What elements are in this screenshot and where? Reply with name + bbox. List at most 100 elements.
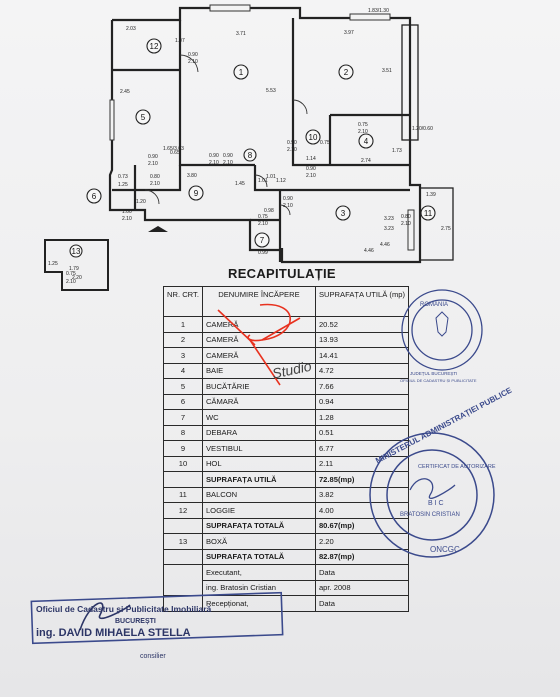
dimension-label: 1.20 <box>136 199 146 205</box>
room-area: 4.72 <box>314 362 410 379</box>
room-name: CAMERĂ <box>201 347 316 364</box>
dimension-label: 0.80 <box>150 174 160 180</box>
total-row: SUPRAFAȚA TOTALĂ 80.67(mp) <box>163 517 410 534</box>
room-area: 2.11 <box>314 455 410 472</box>
dimension-label: 1.25 <box>48 261 58 267</box>
data-label: Data <box>314 564 410 581</box>
dimension-label: 0.80 <box>401 214 411 220</box>
row-number: 10 <box>163 455 203 472</box>
row-number: 12 <box>163 502 203 519</box>
dimension-label: 4.46 <box>380 242 390 248</box>
dimension-label: 3.97 <box>344 30 354 36</box>
bic-text: B I C <box>428 500 444 507</box>
room-name: HOL <box>201 455 316 472</box>
row-number: 11 <box>163 486 203 503</box>
room-area: 20.52 <box>314 316 410 333</box>
room-marker-10 <box>305 129 321 145</box>
dimension-label: 1.45 <box>235 181 245 187</box>
dimension-label: 2.10 <box>306 173 316 179</box>
dimension-label: 2.10 <box>150 181 160 187</box>
room-marker-11 <box>420 205 436 221</box>
room-area: 7.66 <box>314 378 410 395</box>
total-util-value: 72.85(mp) <box>314 471 410 488</box>
room-number-label: 2 <box>344 68 349 77</box>
dimension-label: 0.75 <box>358 122 368 128</box>
cert-text: CERTIFICAT DE AUTORIZARE <box>418 464 496 470</box>
dimension-label: 1.07 <box>175 38 185 44</box>
room-area: 0.94 <box>314 393 410 410</box>
dimension-label: 2.10 <box>209 160 219 166</box>
room-name: BUCĂTĂRIE <box>201 378 316 395</box>
room-name: DEBARA <box>201 424 316 441</box>
executant-name-row: ing. Bratosin Cristian apr. 2008 <box>164 579 410 596</box>
total-label: SUPRAFAȚA TOTALĂ <box>201 517 316 534</box>
dimension-label: 2.10 <box>66 279 76 285</box>
ministry-signature <box>409 478 456 500</box>
room-name: WC <box>201 409 316 426</box>
dimension-label: 1.20/0.60 <box>412 126 433 132</box>
coat-of-arms-icon <box>435 311 449 337</box>
dimension-label: 2.10 <box>283 203 293 209</box>
dimension-label: 1.73 <box>392 148 402 154</box>
room-marker-4 <box>358 133 374 149</box>
dimension-label: 0.90 <box>223 153 233 159</box>
dimension-label: 3.80 <box>187 173 197 179</box>
room-number-label: 10 <box>309 133 318 142</box>
dimension-label: 1.01 <box>258 178 268 184</box>
dimension-label: 0.75 <box>258 214 268 220</box>
room-name: LOGGIE <box>201 502 316 519</box>
header-area: SUPRAFAȚA UTILĂ (mp) <box>314 286 410 317</box>
room-area: 1.28 <box>314 409 410 426</box>
executant-row: Executant, Data <box>163 564 410 596</box>
total-util-label: SUPRAFAȚA UTILĂ <box>201 471 316 488</box>
dimension-label: 3.71 <box>236 31 246 37</box>
dimension-label: 3.51 <box>382 68 392 74</box>
dimension-label: 0.90 <box>287 140 297 146</box>
executant-name: ing. Bratosin Cristian <box>201 579 316 596</box>
room-name: CAMERĂ <box>201 316 316 333</box>
room-number-label: 6 <box>92 192 97 201</box>
room-number-label: 9 <box>194 189 199 198</box>
row-number: 4 <box>163 362 203 379</box>
dimension-label: 2.74 <box>361 158 371 164</box>
dimension-label: 1.01 <box>266 174 276 180</box>
room-name: BAIE <box>201 362 316 379</box>
total-util-row: SUPRAFAȚA UTILĂ 72.85(mp) <box>163 471 410 488</box>
room-marker-12 <box>146 38 162 54</box>
dimension-label: 0.90 <box>306 166 316 172</box>
dimension-label: 2.75 <box>441 226 451 232</box>
table-row: 13 BOXĂ 2.20 <box>163 533 410 550</box>
recapitulation-table: NR. CRT. DENUMIRE ÎNCĂPERE SUPRAFAȚA UTI… <box>163 286 410 612</box>
room-name: CĂMARĂ <box>201 393 316 410</box>
room-marker-2 <box>338 64 354 80</box>
stamp-city: BUCUREȘTI <box>115 618 156 625</box>
room-number-label: 8 <box>248 151 253 160</box>
room-area: 6.77 <box>314 440 410 457</box>
room-marker-13 <box>69 244 83 258</box>
dimension-label: 2.10 <box>223 160 233 166</box>
dimension-label: 1.39 <box>426 192 436 198</box>
room-area: 13.93 <box>314 331 410 348</box>
dimension-label: 0.65 <box>170 150 180 156</box>
dimension-label: 2.10 <box>401 221 411 227</box>
room-number-label: 13 <box>72 247 81 256</box>
room-number-label: 3 <box>341 209 346 218</box>
dimension-label: 1.25 <box>118 182 128 188</box>
row-number: 7 <box>163 409 203 426</box>
header-nr: NR. CRT. <box>163 286 203 317</box>
dimension-label: 0.90 <box>209 153 219 159</box>
row-number: 2 <box>163 331 203 348</box>
total-value: 80.67(mp) <box>314 517 410 534</box>
dimension-label: 1.83/1.30 <box>368 8 389 14</box>
room-area: 3.82 <box>314 486 410 503</box>
row-number: 3 <box>163 347 203 364</box>
room-number-label: 4 <box>364 137 369 146</box>
room-marker-6 <box>86 188 102 204</box>
